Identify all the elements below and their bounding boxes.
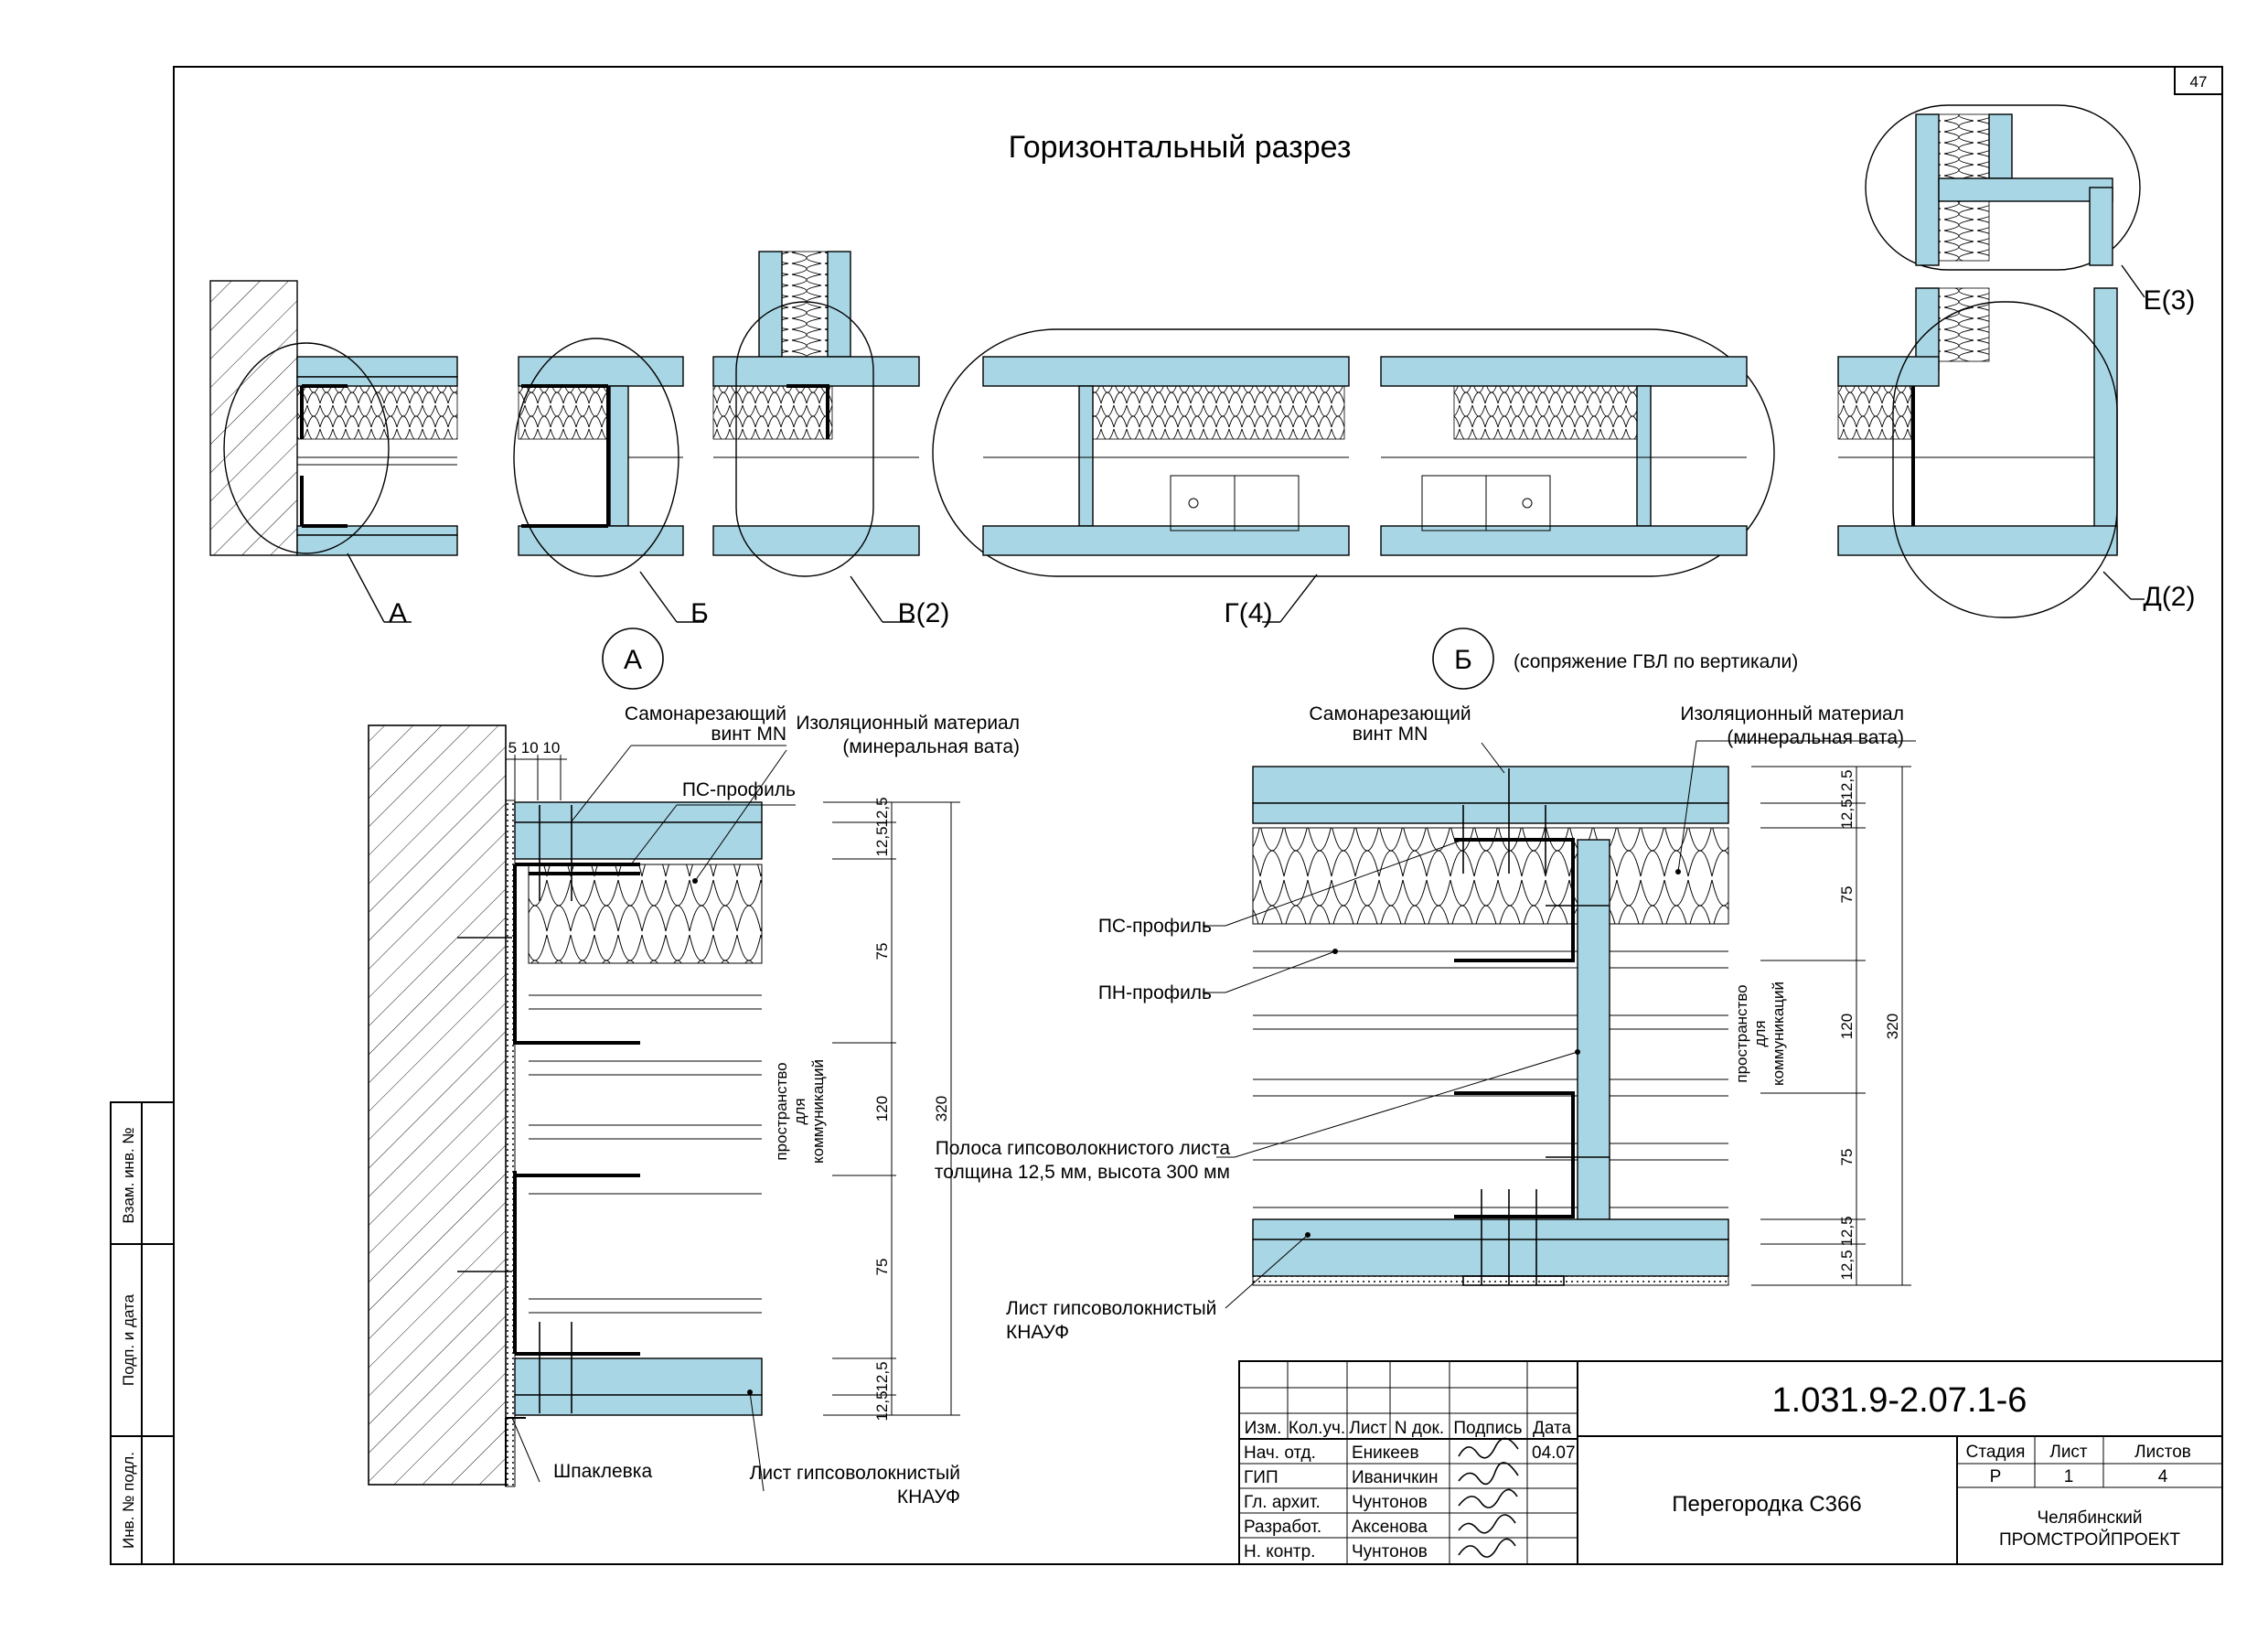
- detail-a-dim-120: 120: [873, 1096, 891, 1121]
- callout-v: В(2): [898, 598, 950, 628]
- drawing-frame: [173, 66, 2223, 1565]
- detail-b-pn-profile-label: ПН-профиль: [1098, 982, 1212, 1003]
- tb-role-2: Гл. архит.: [1244, 1493, 1321, 1512]
- detail-a: А: [368, 628, 1020, 1508]
- tb-sheet-value: 1: [2064, 1467, 2074, 1486]
- detail-b-dim-320: 320: [1884, 1014, 1901, 1039]
- detail-b-ps-profile-label: ПС-профиль: [1098, 916, 1212, 937]
- detail-b: Б (сопряжение ГВЛ по вертикали): [935, 628, 1916, 1343]
- overview-section-b: [513, 338, 704, 623]
- callout-e: Е(3): [2144, 285, 2196, 316]
- detail-b-insulation-label: Изоляционный материал(минеральная вата): [1680, 703, 1904, 748]
- title-block: Изм. Кол.уч. Лист N док. Подпись Дата На…: [1238, 1360, 2223, 1565]
- detail-a-wall: [368, 724, 507, 1486]
- tb-role-3: Разработ.: [1244, 1518, 1321, 1537]
- detail-b-dim-75-a: 75: [1838, 886, 1856, 904]
- overview-section-d-e: [1837, 104, 2145, 618]
- tb-code: 1.031.9-2.07.1-6: [1772, 1381, 2027, 1420]
- detail-b-dim-125-d: 12,5: [1838, 1250, 1856, 1280]
- signature-scribbles: [1458, 1437, 1519, 1558]
- tb-name: Перегородка С366: [1672, 1492, 1861, 1517]
- detail-a-ps-profile-label: ПС-профиль: [682, 779, 796, 800]
- detail-a-dim-125-a: 12,5: [873, 797, 891, 827]
- tb-person-0: Еникеев: [1352, 1443, 1419, 1463]
- detail-a-dim-125-c: 12,5: [873, 1361, 891, 1391]
- callout-d: Д(2): [2144, 582, 2196, 612]
- tb-role-1: ГИП: [1244, 1468, 1278, 1487]
- overview-section-a: [209, 280, 458, 623]
- tb-person-1: Иваничкин: [1352, 1468, 1439, 1487]
- stamp-sign-date: Подп. и дата: [120, 1293, 137, 1386]
- page-number-box: [2174, 66, 2223, 95]
- tb-role-4: Н. контр.: [1244, 1542, 1315, 1561]
- svg-text:пространстводлякоммуникаций: пространстводлякоммуникаций: [773, 1059, 827, 1164]
- detail-a-putty-label: Шпаклевка: [553, 1461, 652, 1482]
- detail-a-dim-75-a: 75: [873, 943, 891, 960]
- detail-b-dim-75-b: 75: [1838, 1149, 1856, 1166]
- detail-a-dims-top: 5 10 10: [508, 739, 561, 756]
- detail-b-marker-note: (сопряжение ГВЛ по вертикали): [1514, 651, 1798, 672]
- detail-b-marker: Б: [1454, 645, 1472, 675]
- page-number: 47: [2190, 73, 2208, 91]
- side-stamp: Взам. инв. № Подп. и дата Инв. № подл.: [110, 1101, 175, 1565]
- detail-b-strip: [1577, 839, 1610, 1220]
- tb-header-3: N док.: [1395, 1419, 1444, 1438]
- overview-section-v: [712, 251, 920, 623]
- tb-stage-value: Р: [1990, 1467, 2002, 1486]
- tb-sheet-header: Лист: [2049, 1443, 2088, 1462]
- tb-header-0: Изм.: [1245, 1419, 1282, 1438]
- tb-sheets-header: Листов: [2134, 1443, 2191, 1462]
- overview-sections: А Б В(2) Г(4) Д(2) Е(3): [209, 104, 2196, 628]
- detail-a-dim-125-b: 12,5: [873, 826, 891, 856]
- drawing-title: Горизонтальный разрез: [1009, 130, 1352, 165]
- stamp-replace-inv: Взам. инв. №: [120, 1127, 137, 1223]
- tb-person-3: Аксенова: [1352, 1518, 1428, 1537]
- detail-a-dim-75-b: 75: [873, 1259, 891, 1276]
- detail-a-dim-125-d: 12,5: [873, 1390, 891, 1421]
- detail-b-dim-125-b: 12,5: [1838, 799, 1856, 829]
- tb-header-1: Кол.уч.: [1289, 1419, 1345, 1438]
- overview-section-g: [932, 328, 1775, 623]
- tb-person-2: Чунтонов: [1352, 1493, 1428, 1512]
- tb-stage-header: Стадия: [1966, 1443, 2026, 1462]
- detail-a-dim-320: 320: [933, 1096, 950, 1121]
- svg-text:пространстводлякоммуникаций: пространстводлякоммуникаций: [1733, 982, 1787, 1086]
- callout-b: Б: [690, 598, 709, 628]
- detail-a-insulation-label: Изоляционный материал(минеральная вата): [796, 713, 1020, 757]
- detail-a-services-label: пространстводлякоммуникаций: [773, 1059, 827, 1164]
- tb-sheets-value: 4: [2158, 1467, 2168, 1486]
- detail-b-services-label: пространстводлякоммуникаций: [1733, 982, 1787, 1086]
- detail-b-dim-125-c: 12,5: [1838, 1216, 1856, 1246]
- tb-header-2: Лист: [1349, 1419, 1387, 1438]
- stamp-inv-original: Инв. № подл.: [120, 1452, 137, 1549]
- detail-a-marker: А: [624, 645, 642, 675]
- detail-b-dim-120: 120: [1838, 1014, 1856, 1039]
- detail-b-dim-125-a: 12,5: [1838, 769, 1856, 799]
- tb-date-0: 04.07.: [1532, 1443, 1580, 1463]
- callout-g: Г(4): [1225, 598, 1273, 628]
- tb-role-0: Нач. отд.: [1244, 1443, 1316, 1463]
- tb-person-4: Чунтонов: [1352, 1542, 1428, 1561]
- tb-header-5: Дата: [1533, 1419, 1572, 1438]
- callout-a: А: [389, 598, 407, 628]
- tb-header-4: Подпись: [1453, 1419, 1522, 1438]
